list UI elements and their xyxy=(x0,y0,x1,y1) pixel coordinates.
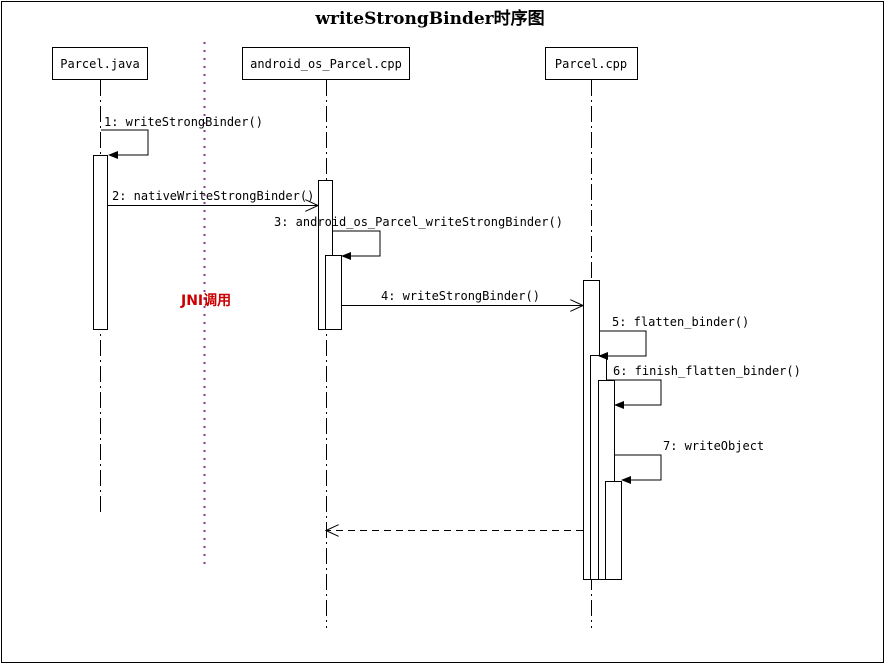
message-6: 6: finish_flatten_binder() xyxy=(607,364,801,409)
message-2: 2: nativeWriteStrongBinder() xyxy=(108,189,318,206)
activation-nested-android-os-parcel-cpp xyxy=(325,255,342,330)
message-5: 5: flatten_binder() xyxy=(598,315,749,360)
participant-parcel-java: Parcel.java xyxy=(52,47,148,80)
message-label: 2: nativeWriteStrongBinder() xyxy=(112,189,314,203)
participant-label: Parcel.java xyxy=(60,57,139,71)
message-1: 1: writeStrongBinder() xyxy=(101,115,263,159)
message-4: 4: writeStrongBinder() xyxy=(341,289,583,306)
participant-label: android_os_Parcel.cpp xyxy=(250,57,402,71)
activation-parcel-java xyxy=(93,155,108,330)
activation-write-object xyxy=(605,481,622,580)
message-label: 4: writeStrongBinder() xyxy=(381,289,540,303)
message-label: 3: android_os_Parcel_writeStrongBinder() xyxy=(274,215,563,229)
diagram-title: writeStrongBinder时序图 xyxy=(314,8,544,29)
participant-label: Parcel.cpp xyxy=(555,57,627,71)
message-label: 6: finish_flatten_binder() xyxy=(613,364,801,378)
message-label: 1: writeStrongBinder() xyxy=(104,115,263,129)
participant-parcel-cpp: Parcel.cpp xyxy=(545,47,638,80)
message-label: 7: writeObject xyxy=(663,439,764,453)
jni-boundary-label: JNI调用 xyxy=(180,293,231,309)
message-7: 7: writeObject xyxy=(615,439,764,484)
participant-android-os-parcel-cpp: android_os_Parcel.cpp xyxy=(242,47,410,80)
message-3: 3: android_os_Parcel_writeStrongBinder() xyxy=(274,215,563,260)
message-label: 5: flatten_binder() xyxy=(612,315,749,329)
